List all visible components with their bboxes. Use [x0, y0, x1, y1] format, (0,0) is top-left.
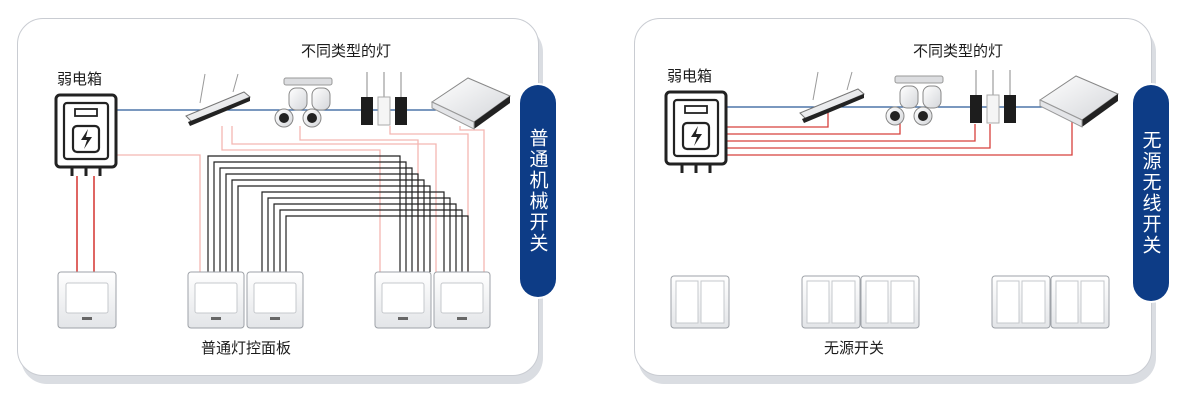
- switch-panel-label: 普通灯控面板: [201, 339, 292, 357]
- live-wires: [727, 112, 1073, 156]
- linear-light-icon: [799, 71, 865, 123]
- weak-current-box-label: 弱电箱: [667, 67, 713, 85]
- spotlight-icon: [885, 75, 944, 126]
- weak-current-box-label: 弱电箱: [57, 70, 103, 88]
- feed-wires: [117, 126, 485, 272]
- wireless-switch-icon: [670, 275, 730, 329]
- weak-current-box-icon: [664, 90, 728, 173]
- spotlight-icon: [274, 77, 333, 128]
- control-wires: [207, 155, 469, 272]
- tab-wireless-switch: 无源无线开关: [1133, 85, 1169, 301]
- pendant-light-icon: [970, 70, 1016, 124]
- single-switch-icon: [57, 271, 117, 329]
- wireless-switch-icon: [991, 275, 1110, 329]
- double-switch-icon: [187, 271, 304, 329]
- lights-label: 不同类型的灯: [913, 42, 1004, 60]
- ceiling-light-icon: [1038, 75, 1120, 128]
- linear-light-icon: [185, 73, 251, 126]
- ceiling-light-icon: [430, 77, 512, 130]
- lights-label: 不同类型的灯: [301, 42, 392, 60]
- wireless-switch-icon: [801, 275, 920, 329]
- pendant-light-icon: [361, 72, 407, 126]
- live-wires: [76, 176, 95, 272]
- tab-mechanical-switch: 普通机械开关: [520, 85, 556, 297]
- double-switch-icon: [374, 271, 491, 329]
- weak-current-box-icon: [54, 93, 118, 176]
- switch-panel-label: 无源开关: [824, 339, 885, 357]
